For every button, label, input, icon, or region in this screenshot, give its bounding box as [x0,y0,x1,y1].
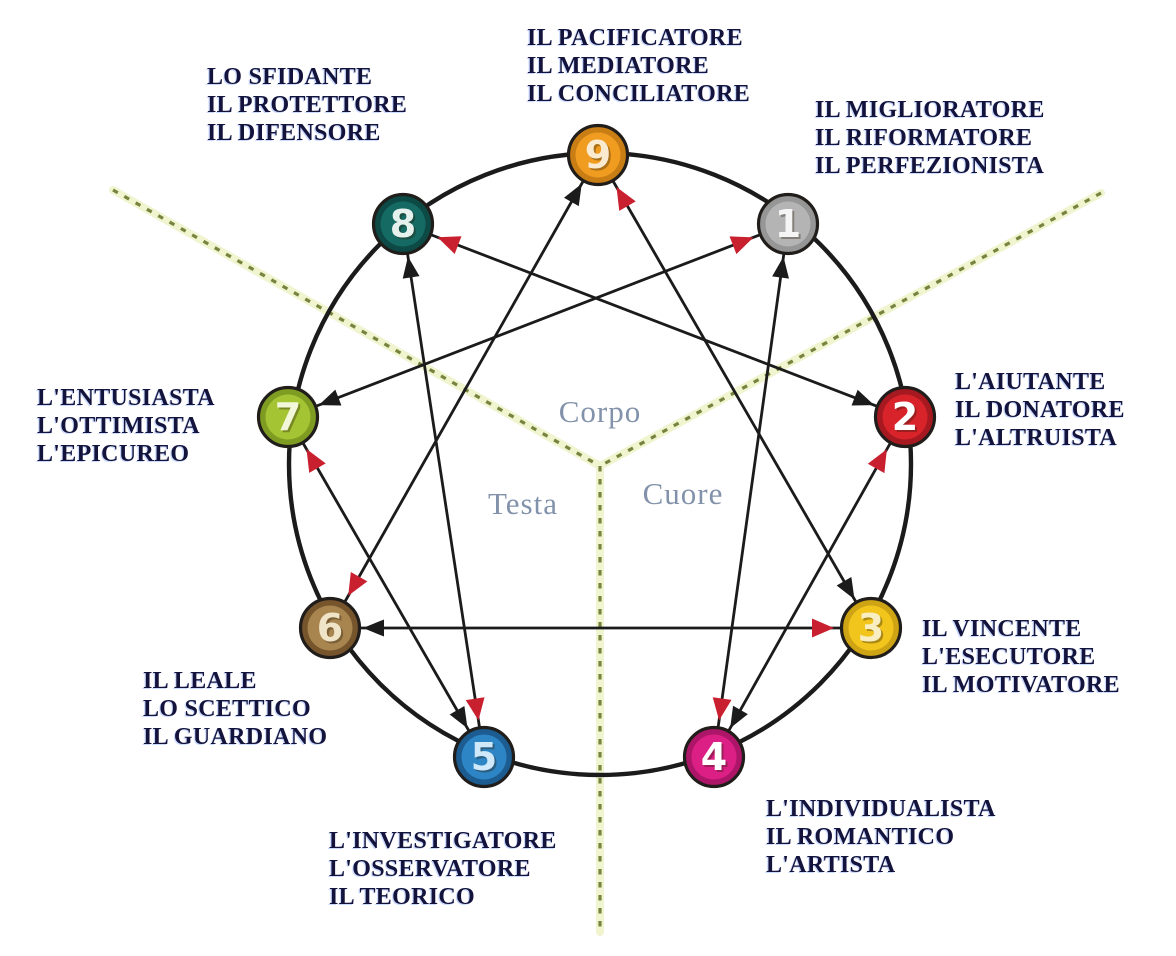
red-arrowhead-3-to-9 [616,187,636,211]
connection-line-8-2 [402,222,906,419]
node-4-number-shadow: 4 [703,737,729,781]
node-8-fill [380,201,426,247]
black-arrowhead-9-to-3 [836,576,855,600]
connection-line-4-1 [712,223,790,758]
node-5-number: 5 [471,735,497,779]
node-2: 22 [873,385,937,449]
connection-line-5-8 [401,223,486,758]
triad-divider-dashed-line [599,191,1102,468]
black-arrowhead-8-to-2 [851,389,875,406]
red-arrowhead-6-to-3 [812,618,834,638]
node-8-number-shadow: 8 [392,204,418,248]
red-arrowhead-9-to-6 [348,571,368,596]
node-9-number: 9 [585,133,611,177]
node-7: 77 [256,385,320,449]
node-2-fill [882,394,928,440]
node-1-number: 1 [775,202,801,246]
connection-line-7-5 [286,416,486,758]
node-8-number: 8 [390,202,416,246]
connection-line-2-4 [712,416,907,758]
black-arrowhead-6-to-9 [563,183,582,207]
node-9-number-shadow: 9 [587,135,613,179]
node-3-number-shadow: 3 [860,608,886,652]
node-7-fill [265,394,311,440]
node-8: 88 [371,192,435,256]
node-5: 55 [452,725,516,789]
black-arrowhead-5-to-8 [402,256,420,279]
red-arrowhead-5-to-7 [306,449,326,473]
connection-line-6-9 [328,154,600,629]
node-6: 66 [298,596,362,660]
red-arrowhead-4-to-2 [867,449,887,474]
node-1: 11 [756,192,820,256]
black-arrowhead-4-to-1 [772,256,789,279]
black-arrowhead-7-to-5 [449,705,468,729]
node-7-number: 7 [275,395,301,439]
node-4-number: 4 [701,735,727,779]
connection-line-9-3 [596,154,873,629]
node-6-number-shadow: 6 [319,608,345,652]
triad-divider-dashed-line [112,188,601,468]
node-6-fill [307,605,353,651]
node-2-number: 2 [892,395,918,439]
node-3: 33 [839,596,903,660]
node-9-fill [575,132,621,178]
red-arrowhead-8-to-5 [465,697,485,721]
connection-line-1-7 [287,222,789,419]
black-arrowhead-1-to-7 [318,389,342,406]
node-1-number-shadow: 1 [777,204,803,248]
node-3-number: 3 [858,606,884,650]
red-arrowhead-2-to-8 [437,236,462,255]
node-4-fill [691,734,737,780]
node-5-number-shadow: 5 [473,737,499,781]
node-5-fill [461,734,507,780]
red-arrowhead-7-to-1 [729,236,754,255]
node-2-number-shadow: 2 [894,397,920,441]
node-1-fill [765,201,811,247]
node-3-fill [848,605,894,651]
black-arrowhead-3-to-6 [363,619,384,637]
black-arrowhead-2-to-4 [730,705,748,729]
node-7-number-shadow: 7 [277,397,303,441]
node-4: 44 [682,725,746,789]
node-9: 99 [566,123,630,187]
red-arrowhead-1-to-4 [712,697,732,721]
node-6-number: 6 [317,606,343,650]
